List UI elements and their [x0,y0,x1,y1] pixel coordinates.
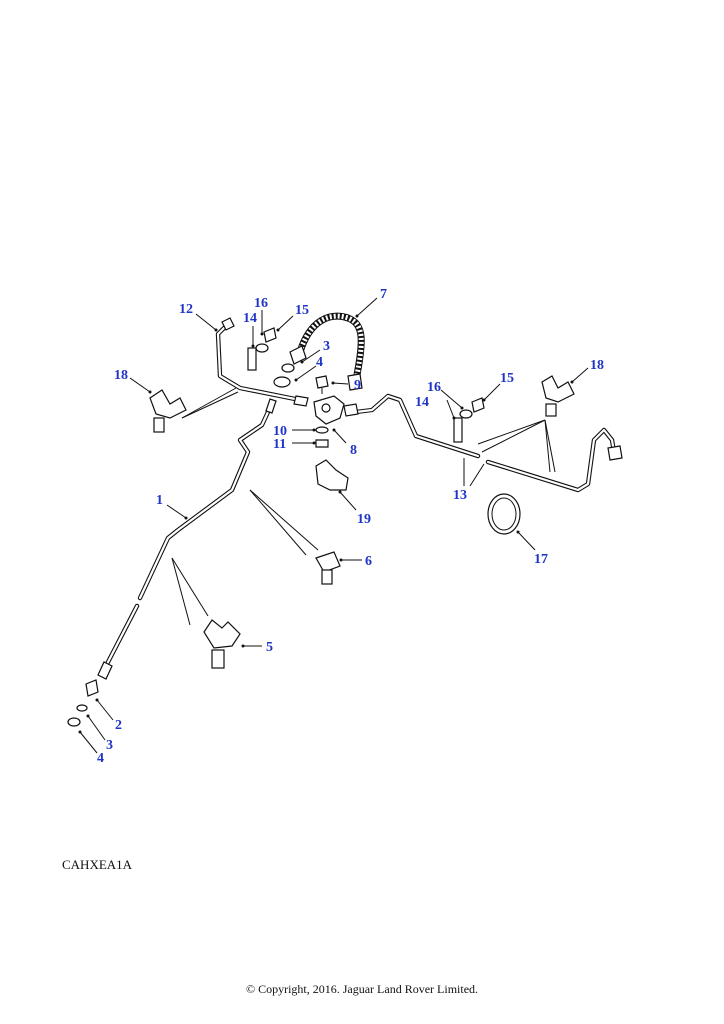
callout-18-right: 18 [590,358,604,373]
washer-3-lower [76,704,88,712]
screw-15-left [263,327,277,343]
callout-4-lower: 4 [97,751,104,766]
callout-14-left: 14 [243,311,257,326]
callout-9: 9 [354,378,361,393]
callout-14-right: 14 [415,395,429,410]
callout-13: 13 [453,488,467,503]
callout-3-upper: 3 [323,339,330,354]
copyright-notice: © Copyright, 2016. Jaguar Land Rover Lim… [245,982,479,996]
nut-11 [315,439,329,448]
washer-3-upper [281,363,295,373]
diagram-reference-code: CAHXEA1A [62,857,133,872]
pipe-clip-18-right [541,375,575,417]
callout-4-upper: 4 [316,355,323,370]
callout-1: 1 [156,493,163,508]
callout-6: 6 [365,554,372,569]
callout-2: 2 [115,718,122,733]
union-2 [85,679,99,697]
callout-15-right: 15 [500,371,514,386]
clip-14-left [247,347,257,371]
bracket-19 [315,459,349,491]
callout-16-right: 16 [427,380,441,395]
callout-11: 11 [273,437,286,452]
callout-17: 17 [534,552,548,567]
nut-4-lower [67,717,81,727]
p-clip-17 [487,493,521,535]
bolt-9 [315,375,329,394]
callout-8: 8 [350,443,357,458]
brake-pipe-13 [343,393,623,493]
pipe-clip-6 [315,551,341,585]
callout-5: 5 [266,640,273,655]
brake-pipe-1 [97,398,277,680]
clip-14-right [453,417,463,443]
pipe-clip-5 [203,619,241,669]
callout-15-left: 15 [295,303,309,318]
washer-16-left [255,343,269,353]
callout-3-lower: 3 [106,738,113,753]
callout-labels: 1 2 3 4 5 6 7 8 9 10 11 12 13 14 14 15 1… [97,287,604,766]
washer-10 [315,426,329,434]
screw-15-right [471,397,485,413]
callout-12: 12 [179,302,193,317]
leader-lines [78,297,589,754]
nut-4-upper [273,376,291,388]
pipe-clip-18-left [149,389,187,433]
callout-18-left: 18 [114,368,128,383]
brake-pipe-12 [215,317,309,407]
washer-16-right [459,409,473,419]
flexible-hose-7 [289,312,365,391]
callout-19: 19 [357,512,371,527]
callout-16-left: 16 [254,296,268,311]
callout-10: 10 [273,424,287,439]
valve-body-8 [313,395,345,425]
callout-7: 7 [380,287,387,302]
